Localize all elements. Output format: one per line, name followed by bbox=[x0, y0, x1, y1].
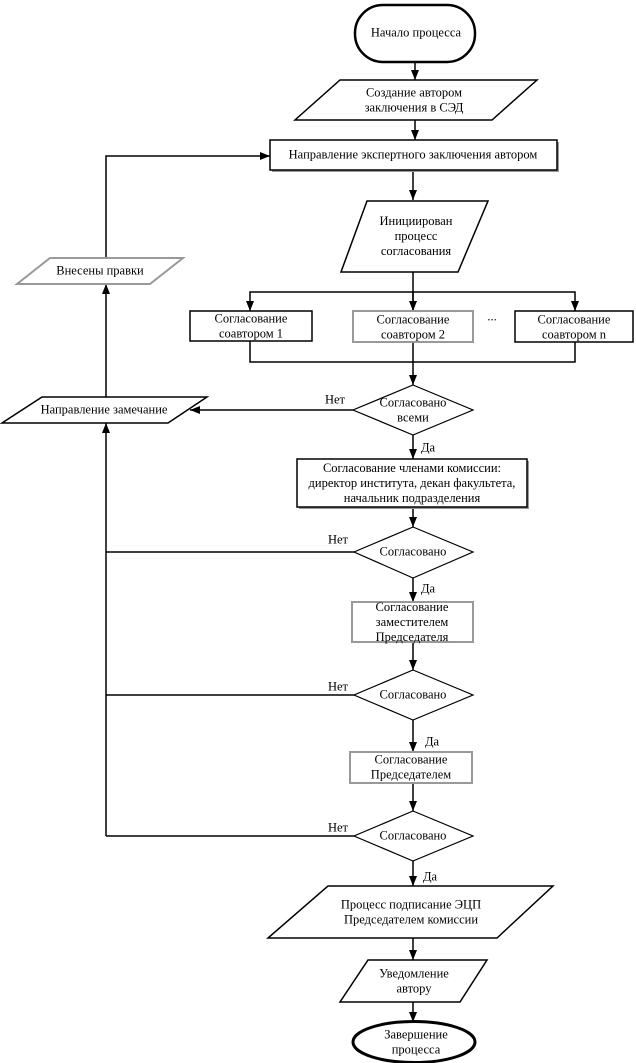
sign-node-label: Процесс подписание ЭЦП Председателем ком… bbox=[340, 897, 482, 926]
start-node-label: Начало процесса bbox=[370, 25, 462, 40]
edge-join-coauthorN bbox=[413, 342, 576, 363]
remark-parallelogram-shape bbox=[0, 396, 210, 424]
create-node-label: Создание автором заключения в СЭД bbox=[364, 85, 464, 114]
edge-label-no-2: Нет bbox=[327, 532, 349, 547]
chairman-node-label: Согласование Председателем bbox=[370, 752, 452, 781]
edits-parallelogram-shape bbox=[14, 257, 186, 285]
edge-label-yes-2: Да bbox=[420, 581, 436, 596]
coauthorN-rect-shape bbox=[514, 310, 634, 343]
coauthor1-rect-shape bbox=[189, 310, 313, 342]
agreed4-node-label: Согласовано bbox=[379, 828, 447, 843]
edge-split-coauthor1 bbox=[246, 291, 413, 311]
coauthor1-node-label: Согласование соавтором 1 bbox=[214, 311, 288, 340]
start-terminator-shape bbox=[353, 3, 477, 64]
agreed3-node-label: Согласовано bbox=[379, 687, 447, 702]
coauthor2-node-label: Согласование соавтором 2 bbox=[376, 312, 450, 341]
edge-label-yes-1: Да bbox=[420, 440, 436, 455]
initiated-node-label: Инициирован процесс согласования bbox=[379, 213, 453, 258]
send-rect-shape bbox=[269, 139, 558, 171]
agreed3-diamond-shape bbox=[352, 669, 475, 721]
agreed2-node-label: Согласовано bbox=[379, 544, 447, 559]
create-parallelogram-shape bbox=[293, 79, 539, 121]
agreed-all-diamond-shape bbox=[351, 384, 475, 436]
edge-split-coauthorN bbox=[413, 291, 579, 311]
edge-label-no-1: Нет bbox=[324, 392, 346, 407]
agreed4-diamond-shape bbox=[352, 810, 475, 862]
edits-node-label: Внесены правки bbox=[56, 263, 144, 278]
edge-edits-send bbox=[105, 152, 270, 258]
edge-label-yes-4: Да bbox=[422, 869, 438, 884]
notify-node-label: Уведомление автору bbox=[379, 966, 449, 995]
agreed-all-node-label: Согласовано всеми bbox=[379, 395, 447, 424]
sign-parallelogram-shape bbox=[265, 885, 555, 939]
coauthor2-rect-shape bbox=[352, 310, 474, 343]
coauthorN-node-label: Согласование соавтором n bbox=[537, 312, 611, 341]
connectors bbox=[102, 62, 579, 1022]
deputy-rect-shape bbox=[351, 601, 474, 643]
end-node-label: Завершение процесса bbox=[384, 1027, 448, 1056]
edge-label-no-4: Нет bbox=[327, 820, 349, 835]
commission-rect-shape bbox=[296, 458, 528, 508]
edge-label-no-3: Нет bbox=[327, 679, 349, 694]
deputy-node-label: Согласование заместителем Председателя bbox=[375, 599, 449, 644]
commission-node-label: Согласование членами комиссии: директор … bbox=[308, 460, 516, 505]
send-node-label: Направление экспертного заключения автор… bbox=[288, 147, 538, 162]
remark-node-label: Направление замечание bbox=[40, 402, 168, 417]
coauthor-dots-label: ... bbox=[487, 309, 497, 324]
edge-join-coauthor1 bbox=[249, 341, 413, 363]
notify-parallelogram-shape bbox=[338, 959, 489, 1003]
agreed2-diamond-shape bbox=[352, 526, 475, 579]
chairman-rect-shape bbox=[349, 751, 473, 784]
initiated-parallelogram-shape bbox=[339, 200, 490, 273]
edge-label-yes-3: Да bbox=[424, 734, 440, 749]
